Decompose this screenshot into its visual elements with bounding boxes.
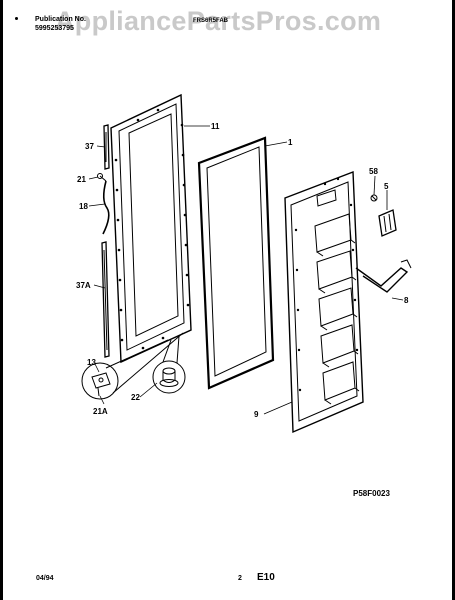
page-code: E10 (257, 572, 275, 583)
publication-label: Publication No. (35, 16, 86, 23)
diagram-code: P58F0023 (353, 489, 390, 498)
hinge-strip-part-37a (101, 241, 110, 358)
label-part-22: 22 (131, 393, 140, 402)
detail-circle-hinge (81, 332, 184, 400)
detail-circle-cap (152, 335, 186, 394)
screw-part-21 (97, 173, 107, 182)
date-code: 04/94 (36, 575, 54, 582)
corner-dot (15, 17, 18, 20)
label-part-58: 58 (369, 167, 378, 176)
screw-part-58 (370, 194, 378, 202)
label-part-18: 18 (79, 202, 88, 211)
model-code: FRS6R5FAB (193, 18, 229, 24)
label-part-1: 1 (288, 138, 293, 147)
leader-lines (88, 125, 404, 415)
label-part-13: 13 (87, 358, 96, 367)
handle-part-8 (355, 259, 412, 293)
label-part-8: 8 (404, 296, 409, 305)
bracket-part-5 (378, 209, 397, 237)
label-part-21a: 21A (93, 407, 108, 416)
door-frame-part-11 (110, 93, 192, 364)
label-part-21: 21 (77, 175, 86, 184)
door-panel-part-9 (284, 170, 364, 434)
label-part-11: 11 (211, 122, 220, 131)
publication-number: 5995253795 (35, 25, 74, 32)
exploded-diagram: 11 1 37 21 18 37A 58 5 8 13 22 21A 9 (76, 93, 412, 434)
rod-part-18 (102, 180, 110, 235)
watermark: AppliancePartsPros.com (55, 6, 382, 36)
door-gasket-part-1 (197, 136, 275, 390)
page-number: 2 (238, 575, 242, 582)
label-part-37a: 37A (76, 281, 91, 290)
label-part-5: 5 (384, 182, 389, 191)
label-part-9: 9 (254, 410, 259, 419)
hinge-strip-part-37 (103, 124, 110, 170)
label-part-37: 37 (85, 142, 94, 151)
